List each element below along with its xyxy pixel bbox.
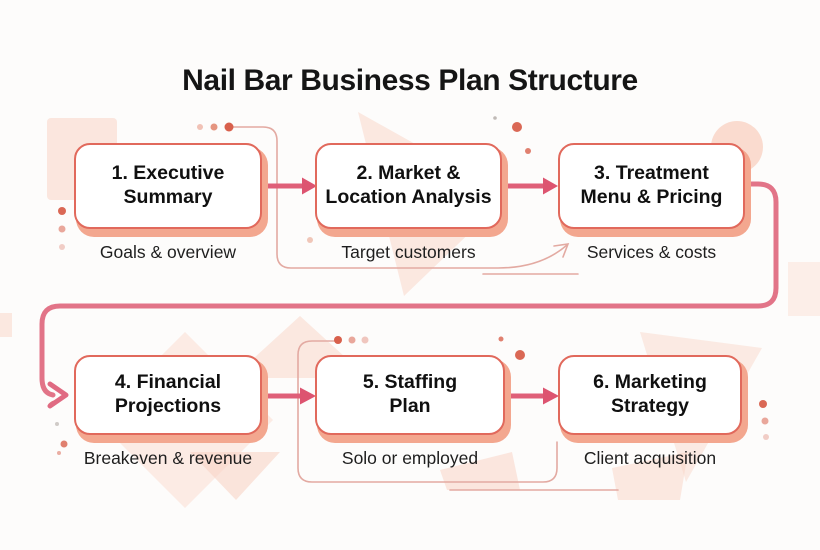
arrowhead-icon: [47, 381, 69, 409]
step-3: 3. Treatment Menu & Pricing Services & c…: [558, 143, 745, 263]
step-6-title: 6. Marketing Strategy: [593, 371, 707, 417]
step-5-box: 5. Staffing Plan: [315, 355, 505, 435]
step-2-box: 2. Market & Location Analysis: [315, 143, 502, 229]
deco-polygon: [612, 452, 688, 500]
arrowhead-icon: [300, 387, 316, 405]
flow-arrow-2-3: [501, 177, 558, 195]
step-2: 2. Market & Location Analysis Target cus…: [315, 143, 502, 263]
deco-rect: [0, 313, 12, 337]
step-1-box: 1. Executive Summary: [74, 143, 262, 229]
step-6-box: 6. Marketing Strategy: [558, 355, 742, 435]
flow-connector-3-4: [39, 181, 779, 409]
step-4-box: 4. Financial Projections: [74, 355, 262, 435]
step-6: 6. Marketing Strategy Client acquisition: [558, 355, 742, 469]
step-5: 5. Staffing Plan Solo or employed: [315, 355, 505, 469]
step-4: 4. Financial Projections Breakeven & rev…: [74, 355, 262, 469]
arrowhead-icon: [302, 177, 317, 195]
deco-rect: [788, 262, 820, 316]
deco-lines: [231, 126, 619, 491]
step-2-subtitle: Target customers: [341, 242, 476, 262]
step-1: 1. Executive Summary Goals & overview: [74, 143, 262, 263]
deco-line-curve: [297, 340, 558, 483]
flow-arrow-5-6: [504, 387, 559, 405]
step-5-subtitle: Solo or employed: [341, 448, 479, 468]
step-3-subtitle: Services & costs: [586, 242, 717, 262]
step-3-title: 3. Treatment Menu & Pricing: [580, 162, 723, 208]
step-2-title: 2. Market & Location Analysis: [325, 162, 492, 208]
deco-polygon: [440, 452, 520, 490]
step-5-title: 5. Staffing Plan: [362, 371, 458, 417]
step-6-subtitle: Client acquisition: [583, 448, 717, 468]
arrowhead-icon: [543, 387, 559, 405]
step-1-subtitle: Goals & overview: [99, 242, 237, 262]
flow-arrow-4-5: [261, 387, 316, 405]
deco-triangle: [190, 452, 280, 500]
step-4-title: 4. Financial Projections: [114, 371, 222, 417]
step-3-box: 3. Treatment Menu & Pricing: [558, 143, 745, 229]
deco-line-curve: [231, 126, 568, 269]
deco-arrowhead-icon: [553, 243, 570, 258]
step-4-subtitle: Breakeven & revenue: [83, 448, 253, 468]
page-title: Nail Bar Business Plan Structure: [182, 64, 638, 98]
arrowhead-icon: [543, 177, 558, 195]
flow-arrow-1-2: [260, 177, 317, 195]
deco-dots: [47, 116, 769, 455]
step-1-title: 1. Executive Summary: [111, 162, 225, 208]
